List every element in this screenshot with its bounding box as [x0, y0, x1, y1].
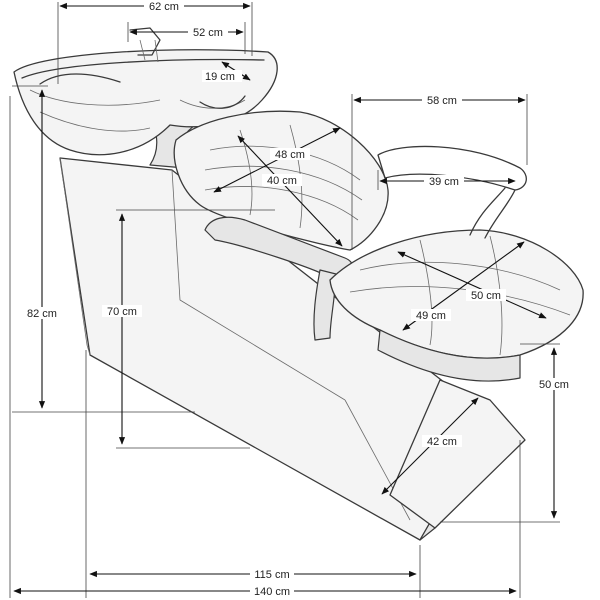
label-backrest-height: 48 cm: [275, 149, 305, 161]
label-basin-inner-width: 52 cm: [193, 27, 223, 39]
dimension-labels: 62 cm 52 cm 19 cm 48 cm 40 cm 58 cm 39 c…: [22, 0, 574, 598]
label-total-height: 82 cm: [27, 308, 57, 320]
label-armrest-span: 39 cm: [429, 176, 459, 188]
label-backrest-width: 40 cm: [267, 175, 297, 187]
chair-illustration: [13, 27, 584, 541]
label-total-length: 140 cm: [254, 586, 290, 598]
label-basin-depth: 19 cm: [205, 71, 235, 83]
label-base-length: 115 cm: [254, 569, 289, 581]
label-seat-depth: 58 cm: [427, 95, 457, 107]
label-seat-height: 70 cm: [107, 306, 137, 318]
armrest-right: [377, 145, 527, 239]
label-basin-width: 62 cm: [149, 1, 179, 13]
label-seat-width: 49 cm: [416, 310, 446, 322]
dimension-lines: [9, 2, 560, 598]
label-leg-rest-length: 50 cm: [471, 290, 501, 302]
label-leg-rest-height: 50 cm: [539, 379, 569, 391]
label-leg-rest-width: 42 cm: [427, 436, 457, 448]
